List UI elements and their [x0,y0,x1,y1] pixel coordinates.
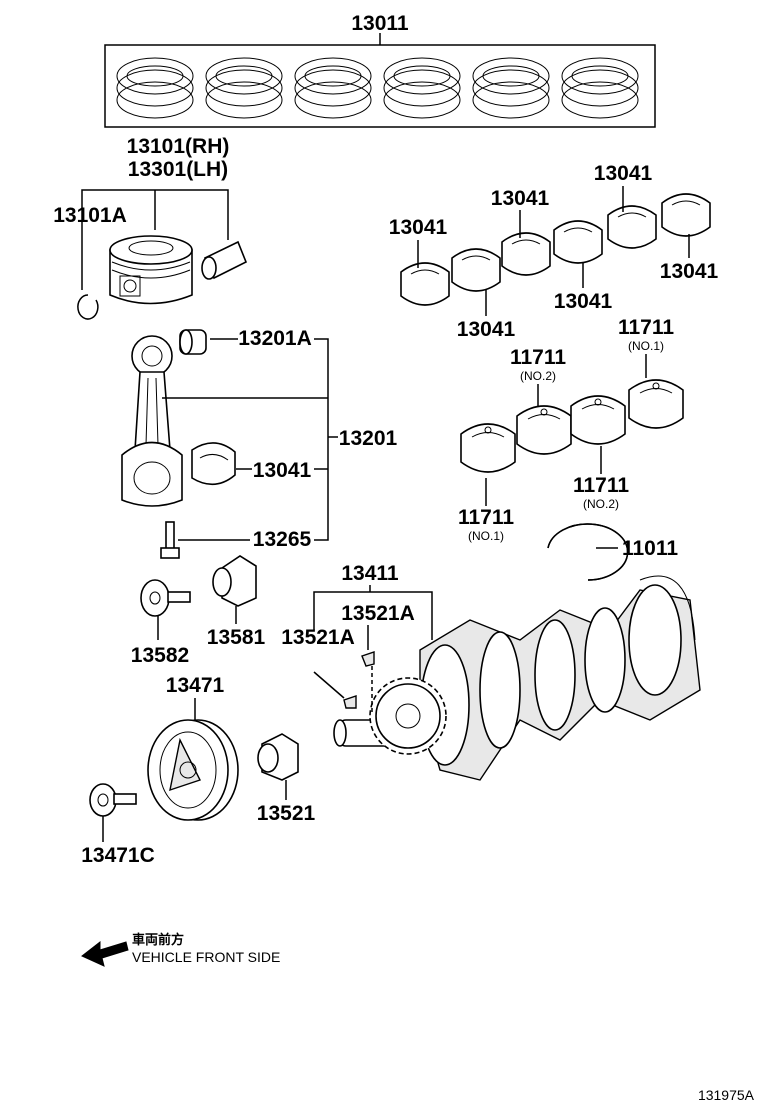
bearing-13041-a[interactable] [400,262,450,306]
label-13041-c: 13041 [594,162,653,185]
figure-number: 131975A [698,1087,755,1103]
bearing-11711-no2-right[interactable] [570,395,626,445]
bearing-13041-d[interactable] [553,220,603,264]
label-13581: 13581 [207,626,266,649]
label-13041-b: 13041 [491,187,550,210]
bearing-11711-no1-right[interactable] [628,379,684,429]
arrow-left-icon [81,940,129,967]
label-11711-bottom-mid-sub: (NO.2) [583,497,619,511]
label-13041-rod: 13041 [253,459,312,482]
label-13041-e: 13041 [554,290,613,313]
crank-key-13521a-lower[interactable] [343,695,357,709]
label-13471c: 13471C [81,844,155,867]
pulley-washer-13582[interactable] [140,579,191,617]
bearing-13041-b[interactable] [451,248,501,292]
snap-ring[interactable] [77,294,99,320]
label-13521: 13521 [257,802,316,825]
bearing-11711-no1-left[interactable] [460,423,516,473]
crank-pulley[interactable] [147,719,239,821]
piston-ring-set-13011[interactable] [104,33,656,128]
rod-bolt[interactable] [160,521,180,559]
caption-en: VEHICLE FRONT SIDE [132,949,280,965]
label-11711-bottom-left: 11711 [458,506,514,529]
bearing-13041-e[interactable] [607,205,657,249]
bearing-13041-c[interactable] [501,232,551,276]
label-13041-d: 13041 [457,318,516,341]
label-13201: 13201 [339,427,398,450]
label-13411: 13411 [341,562,399,585]
caption-cn: 車両前方 [132,932,184,947]
label-13471: 13471 [166,674,225,697]
bearing-11711-no2-left[interactable] [516,405,572,455]
label-13582: 13582 [131,644,189,667]
label-13301-lh: 13301(LH) [128,158,228,181]
connecting-rod[interactable] [121,335,183,507]
piston[interactable] [109,235,193,305]
label-11711-top-right: 11711 [618,316,674,339]
bearing-13041-f[interactable] [661,193,711,237]
label-13201a: 13201A [238,327,312,350]
label-11011: 11011 [622,537,678,560]
label-13101-rh: 13101(RH) [127,135,230,158]
thrust-washer[interactable] [547,523,629,581]
crank-sprocket[interactable] [369,677,447,755]
label-13041-f: 13041 [660,260,719,283]
main-bearing-row-upper [400,193,711,306]
label-13041-a: 13041 [389,216,448,239]
crank-key-13521a-upper[interactable] [361,651,375,667]
label-13011: 13011 [351,12,409,35]
label-13265: 13265 [253,528,312,551]
label-13101a: 13101A [53,204,127,227]
piston-pin[interactable] [201,240,248,280]
rod-bearing-13041[interactable] [191,442,236,486]
label-11711-bottom-mid: 11711 [573,474,629,497]
label-11711-top-mid-sub: (NO.2) [520,369,556,383]
oil-pump-drive-13581[interactable] [212,555,257,607]
piston-ring-stack [116,57,639,119]
label-13521a-upper: 13521A [341,602,415,625]
label-13521a-lower: 13521A [281,626,355,649]
pulley-bolt-13471c[interactable] [89,783,137,817]
crank-timing-gear-13521[interactable] [257,733,299,781]
label-11711-top-right-sub: (NO.1) [628,339,664,353]
bushing-13201a[interactable] [179,329,207,355]
main-bearing-row-lower [460,379,684,473]
label-11711-top-mid: 11711 [510,346,566,369]
label-11711-bottom-left-sub: (NO.1) [468,529,504,543]
